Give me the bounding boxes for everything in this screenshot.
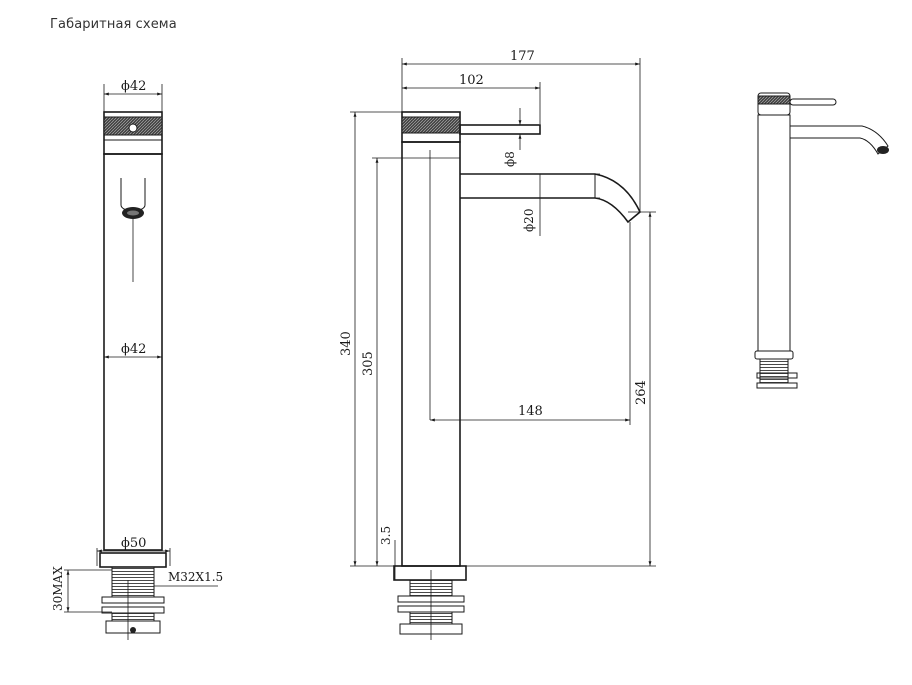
side-spout-projection-label: 148 — [518, 404, 543, 419]
front-body-diameter-label: ϕ42 — [121, 342, 146, 357]
side-view: 177 102 ϕ8 ϕ20 340 305 3. — [339, 49, 656, 640]
side-spout-diameter-label: ϕ20 — [522, 209, 536, 232]
side-handle-reach-label: 102 — [459, 73, 484, 88]
side-outlet-height-label: 264 — [634, 380, 649, 405]
front-thread-label: M32X1.5 — [168, 570, 223, 584]
side-handle-diameter-label: ϕ8 — [503, 151, 517, 167]
side-base-offset-label: 3.5 — [379, 526, 393, 545]
side-total-height-label: 340 — [339, 331, 354, 356]
front-base-diameter-label: ϕ50 — [121, 536, 146, 551]
front-view: ϕ42 ϕ42 ϕ50 M32X1.5 — [51, 79, 223, 640]
side-spout-height-label: 305 — [361, 351, 376, 376]
front-top-diameter-label: ϕ42 — [121, 79, 146, 94]
page-title: Габаритная схема — [50, 17, 177, 32]
front-max-thickness-label: 30MAX — [51, 566, 65, 611]
side-total-reach-label: 177 — [510, 49, 535, 64]
perspective-sketch — [754, 92, 889, 389]
